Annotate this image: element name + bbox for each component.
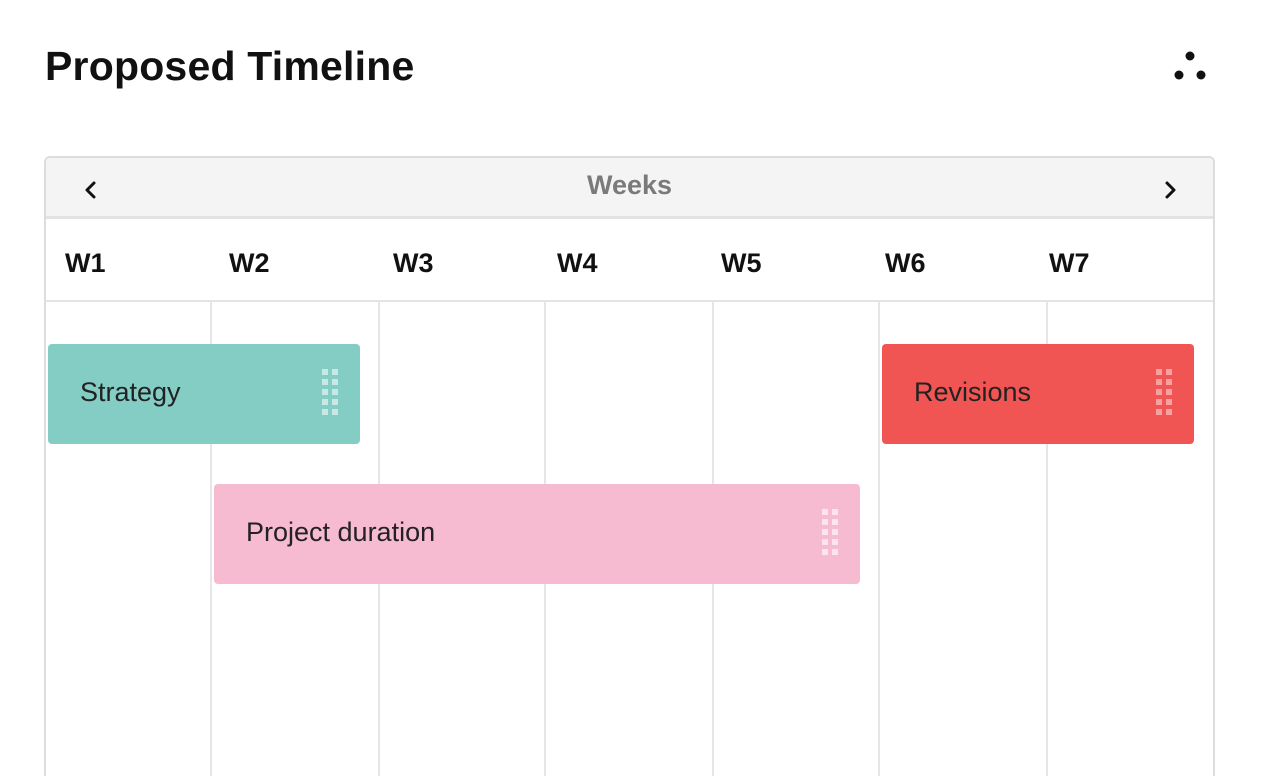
- task-label: Strategy: [80, 377, 181, 407]
- drag-handle-icon[interactable]: [1156, 369, 1175, 417]
- week-label-w7: W7: [1049, 248, 1090, 278]
- task-label: Project duration: [246, 517, 436, 547]
- task-label: Revisions: [914, 377, 1032, 407]
- previous-button[interactable]: [76, 172, 106, 206]
- grid-divider: [210, 302, 212, 776]
- timeline-scale-label: Weeks: [586, 170, 673, 200]
- task-bar-strategy[interactable]: Strategy: [48, 344, 360, 444]
- week-label-w2: W2: [229, 248, 270, 278]
- week-label-w1: W1: [65, 248, 106, 278]
- week-label-w6: W6: [885, 248, 926, 278]
- week-label-w4: W4: [557, 248, 598, 278]
- timeline-panel: Weeks W1 W2 W3 W4 W5 W6 W7 Strategy: [44, 156, 1215, 776]
- task-bar-revisions[interactable]: Revisions: [882, 344, 1194, 444]
- chevron-right-icon: [1165, 181, 1176, 199]
- week-label-w5: W5: [721, 248, 762, 278]
- more-options-icon[interactable]: [1168, 48, 1212, 88]
- grid-divider: [1046, 302, 1048, 776]
- timeline-header: Weeks: [46, 158, 1213, 219]
- page-title: Proposed Timeline: [45, 43, 415, 89]
- task-bar-project-duration[interactable]: Project duration: [214, 484, 860, 584]
- drag-handle-icon[interactable]: [822, 509, 841, 557]
- week-label-w3: W3: [393, 248, 434, 278]
- grid-divider: [878, 302, 880, 776]
- next-button[interactable]: [1155, 172, 1185, 206]
- week-header-row: W1 W2 W3 W4 W5 W6 W7: [46, 219, 1213, 302]
- drag-handle-icon[interactable]: [322, 369, 341, 417]
- chevron-left-icon: [85, 181, 96, 199]
